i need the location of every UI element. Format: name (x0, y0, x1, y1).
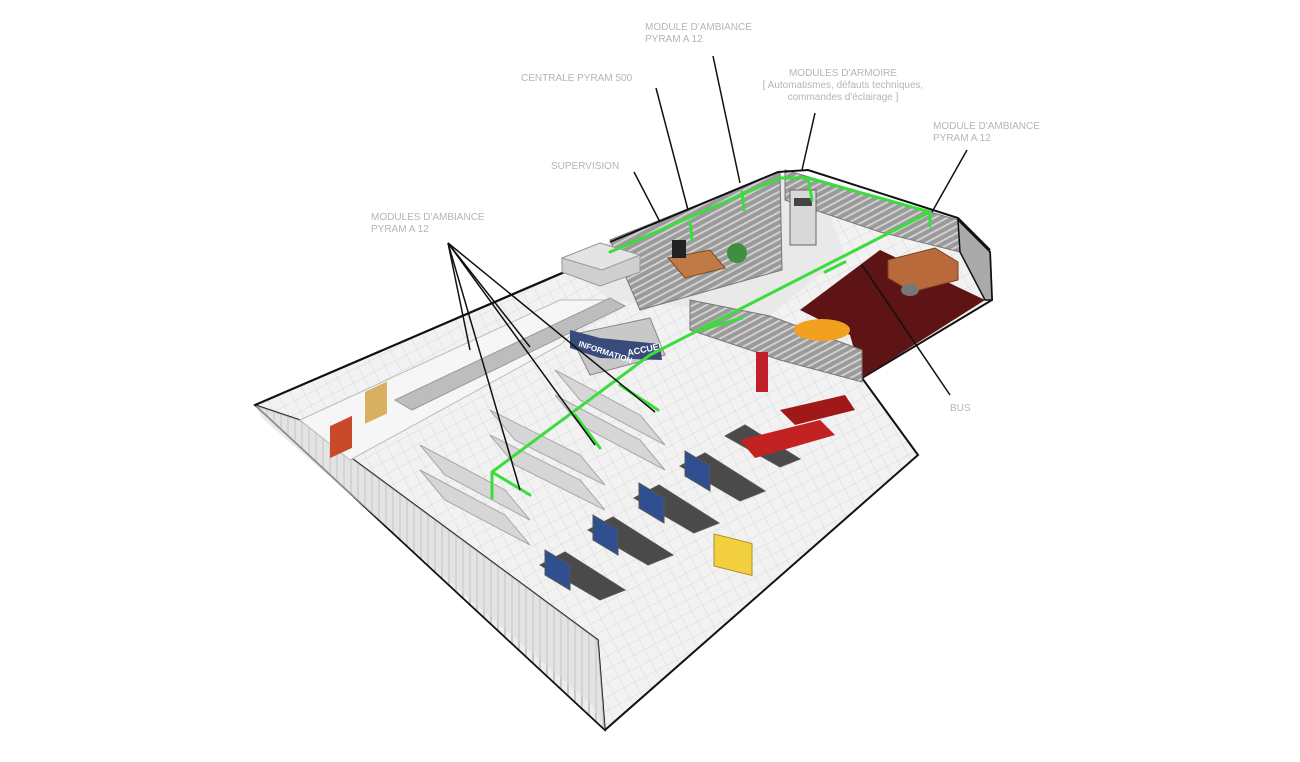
leader-lines (447, 55, 968, 491)
office-desk (887, 247, 959, 293)
entrance-gates (740, 395, 855, 458)
bus-network (490, 176, 932, 500)
kiosk-red (756, 352, 768, 392)
poster-2 (365, 381, 387, 424)
ac-unit-top (560, 242, 642, 271)
air-duct (393, 297, 627, 411)
shelving (419, 369, 666, 546)
label-bus-text: BUS (950, 403, 971, 414)
label-supervision-text: SUPERVISION (551, 161, 620, 172)
label-modules-left-line2: PYRAM A 12 (371, 224, 429, 235)
label-modules-left-line1: MODULES D'AMBIANCE (371, 212, 485, 223)
supervision-monitor (672, 240, 686, 258)
label-module-right-line1: MODULE D'AMBIANCE (933, 121, 1040, 132)
label-centrale-text: CENTRALE PYRAM 500 (521, 73, 633, 84)
label-modules-left: MODULES D'AMBIANCE PYRAM A 12 (371, 212, 485, 236)
label-armoire-line1: MODULES D'ARMOIRE (788, 68, 898, 79)
label-armoire: MODULES D'ARMOIRE [ Automatismes, défaut… (758, 68, 928, 104)
office-chair (901, 284, 919, 296)
poster-1 (330, 415, 352, 459)
freezer-yellow (713, 533, 753, 577)
label-module-right: MODULE D'AMBIANCE PYRAM A 12 (933, 121, 1040, 145)
accueil-sign-board (570, 330, 662, 360)
label-module-top-line2: PYRAM A 12 (645, 34, 703, 45)
plant (727, 243, 747, 263)
label-armoire-line2: [ Automatismes, défauts techniques, (762, 80, 924, 91)
round-table (794, 319, 850, 341)
outer-edge (254, 271, 566, 406)
label-module-top: MODULE D'AMBIANCE PYRAM A 12 (645, 22, 752, 46)
left-wall-front-face (255, 405, 605, 730)
checkouts (538, 424, 802, 601)
label-centrale: CENTRALE PYRAM 500 (521, 73, 632, 85)
label-module-right-line2: PYRAM A 12 (933, 133, 991, 144)
label-supervision: SUPERVISION (551, 161, 619, 173)
label-module-top-line1: MODULE D'AMBIANCE (645, 22, 752, 33)
cabinet-module (794, 198, 812, 206)
label-armoire-line3: commandes d'éclairage ] (787, 92, 899, 103)
right-end-wall (957, 218, 993, 301)
label-bus: BUS (950, 403, 971, 415)
outer-edge-back (609, 168, 991, 251)
